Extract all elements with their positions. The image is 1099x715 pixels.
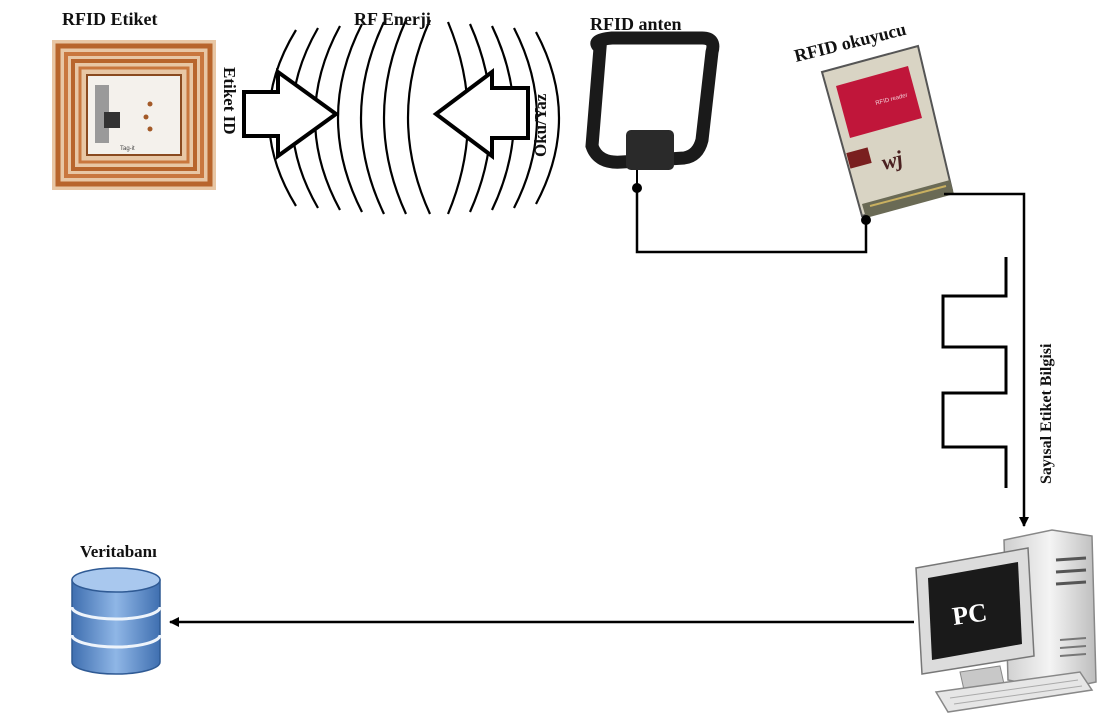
pc-label: PC [950, 598, 988, 632]
tag-id-arrow [244, 72, 336, 156]
read-write-label: Oku/Yaz [531, 93, 550, 157]
antenna-reader-cable [632, 183, 871, 252]
desktop-pc-icon [916, 530, 1096, 712]
database-icon [72, 568, 160, 674]
digital-info-label: Sayısal Etiket Bilgisi [1038, 343, 1055, 484]
tag-id-label: Etiket ID [220, 67, 239, 135]
tag-label: RFID Etiket [62, 9, 158, 29]
svg-text:Tag-it: Tag-it [120, 146, 135, 152]
loop-antenna-icon [592, 38, 713, 186]
pcmcia-reader-icon: RFID reader wj [822, 46, 954, 218]
digital-signal-icon [943, 257, 1006, 488]
rfid-tag-icon: Tag-it [52, 40, 216, 190]
antenna-label: RFID anten [590, 14, 682, 34]
rf-energy-label: RF Enerji [354, 9, 431, 29]
database-label: Veritabanı [80, 542, 157, 561]
reader-pc-line [944, 194, 1024, 526]
read-write-arrow [436, 72, 528, 156]
